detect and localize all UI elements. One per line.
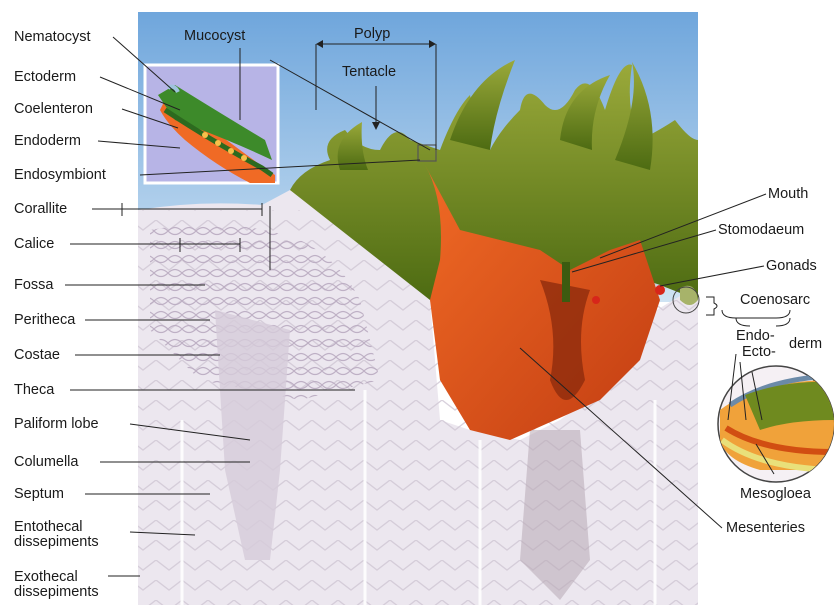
label-exothecal-line1: Exothecal xyxy=(14,570,99,585)
label-derm: derm xyxy=(789,336,822,352)
label-gonads: Gonads xyxy=(766,258,817,274)
label-endo: Endo- xyxy=(736,328,775,344)
label-entothecal-dissepiments: Entothecal dissepiments xyxy=(14,520,99,550)
gonad-dot xyxy=(592,296,600,304)
label-mesenteries: Mesenteries xyxy=(726,520,805,536)
label-calice: Calice xyxy=(14,236,54,252)
label-ecto: Ecto- xyxy=(742,344,776,360)
stomodaeum-tube xyxy=(562,262,570,302)
label-stomodaeum: Stomodaeum xyxy=(718,222,804,238)
label-exothecal-line2: dissepiments xyxy=(14,585,99,600)
label-entothecal-line2: dissepiments xyxy=(14,535,99,550)
label-septum: Septum xyxy=(14,486,64,502)
label-mouth: Mouth xyxy=(768,186,808,202)
label-mesogloea: Mesogloea xyxy=(740,486,811,502)
label-paliform-lobe: Paliform lobe xyxy=(14,416,99,432)
label-ectoderm: Ectoderm xyxy=(14,69,76,85)
label-coelenteron: Coelenteron xyxy=(14,101,93,117)
coenosarc-bracket xyxy=(706,297,717,315)
label-fossa: Fossa xyxy=(14,277,54,293)
label-coenosarc: Coenosarc xyxy=(740,292,810,308)
label-mucocyst: Mucocyst xyxy=(184,28,245,44)
brace xyxy=(722,310,790,326)
label-peritheca: Peritheca xyxy=(14,312,75,328)
label-columella: Columella xyxy=(14,454,78,470)
label-corallite: Corallite xyxy=(14,201,67,217)
label-exothecal-dissepiments: Exothecal dissepiments xyxy=(14,570,99,600)
label-tentacle: Tentacle xyxy=(342,64,396,80)
label-endoderm: Endoderm xyxy=(14,133,81,149)
label-entothecal-line1: Entothecal xyxy=(14,520,99,535)
label-costae: Costae xyxy=(14,347,60,363)
label-polyp: Polyp xyxy=(354,26,390,42)
label-nematocyst: Nematocyst xyxy=(14,29,91,45)
gonad-dot-2 xyxy=(655,285,665,295)
label-endosymbiont: Endosymbiont xyxy=(14,167,106,183)
label-theca: Theca xyxy=(14,382,54,398)
